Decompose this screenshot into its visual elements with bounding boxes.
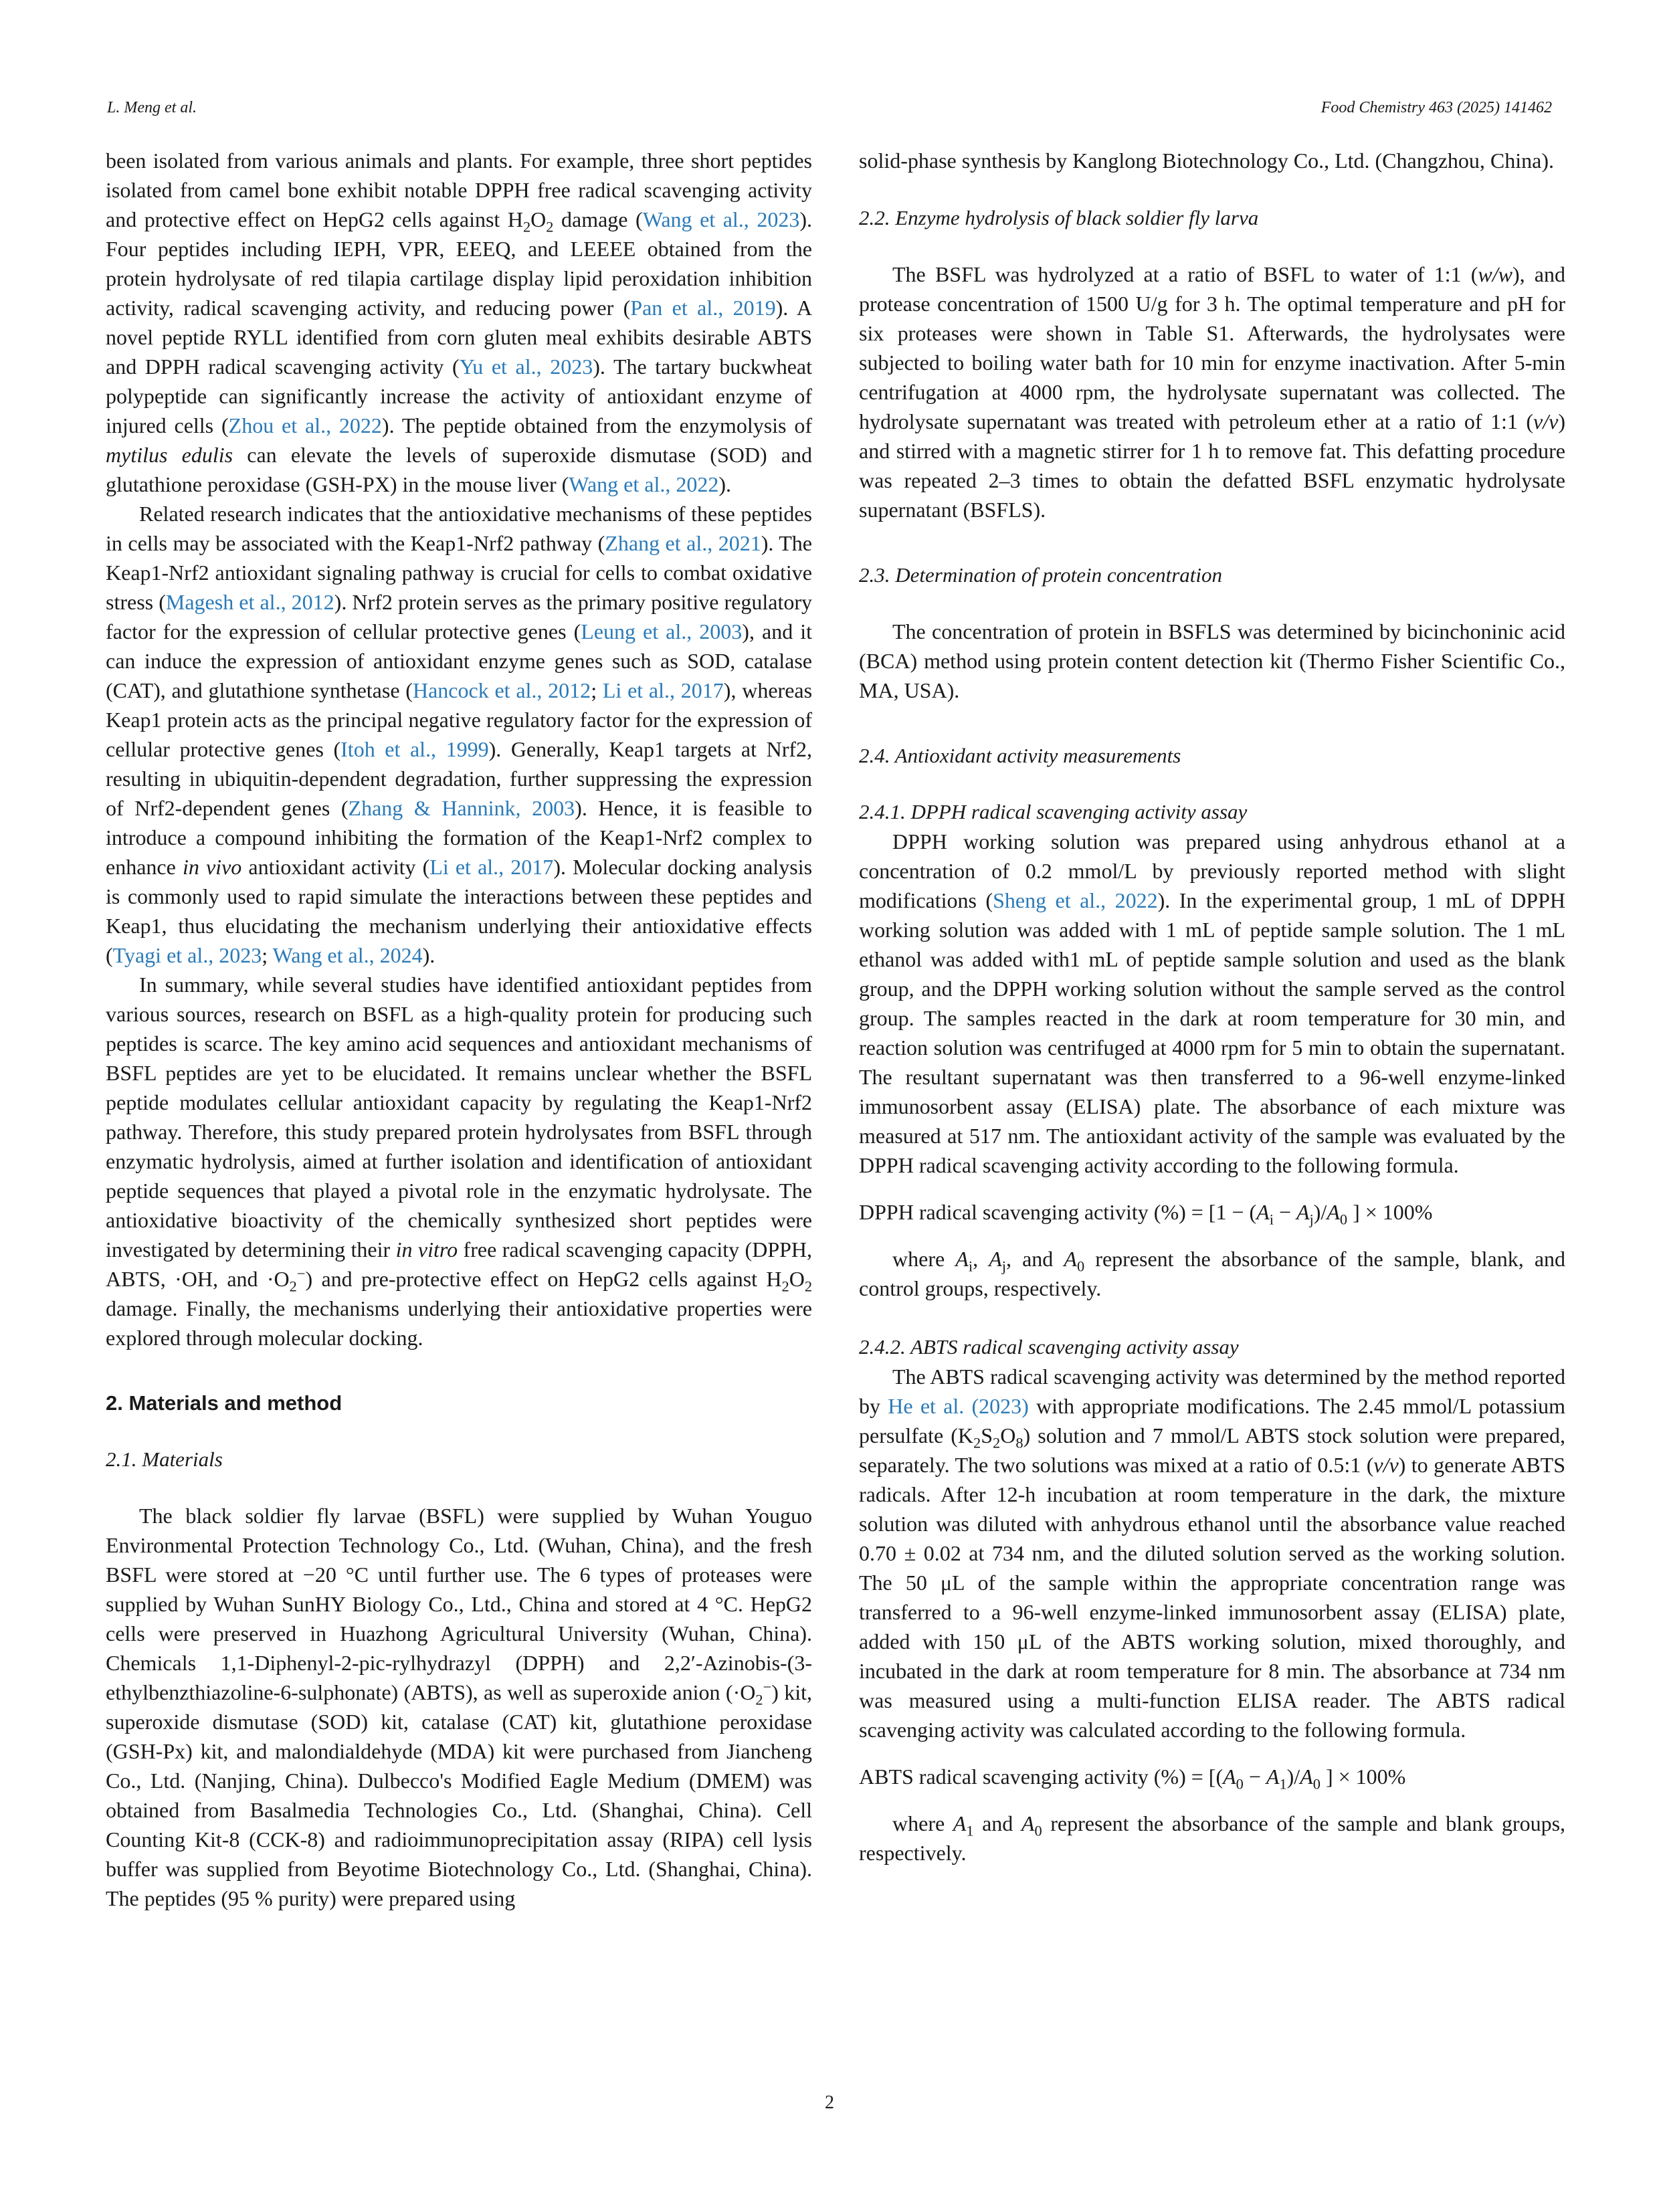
citation-link[interactable]: Zhou et al., 2022 [228, 413, 382, 437]
citation-link[interactable]: Li et al., 2017 [429, 855, 554, 879]
page-number: 2 [825, 2092, 834, 2113]
hydrolysis-paragraph: The BSFL was hydrolyzed at a ratio of BS… [859, 262, 1566, 522]
materials-paragraph: The black soldier fly larvae (BSFL) were… [106, 1504, 813, 1910]
abts-formula-explanation: where A1 and A0 represent the absorbance… [859, 1811, 1566, 1865]
running-header-authors: L. Meng et al. [107, 99, 197, 116]
citation-link[interactable]: Hancock et al., 2012 [412, 678, 591, 702]
citation-link[interactable]: Wang et al., 2022 [569, 472, 719, 496]
citation-link[interactable]: Zhang et al., 2021 [605, 531, 761, 555]
citation-link[interactable]: Itoh et al., 1999 [340, 737, 489, 761]
intro-paragraph-1: been isolated from various animals and p… [106, 148, 813, 496]
citation-link[interactable]: Wang et al., 2024 [272, 943, 423, 967]
citation-link[interactable]: He et al. (2023) [888, 1394, 1029, 1418]
citation-link[interactable]: Li et al., 2017 [602, 678, 724, 702]
protein-paragraph: The concentration of protein in BSFLS wa… [859, 619, 1565, 702]
subsection-heading-hydrolysis: 2.2. Enzyme hydrolysis of black soldier … [859, 206, 1259, 229]
subsubsection-heading-dpph: 2.4.1. DPPH radical scavenging activity … [859, 800, 1248, 823]
subsection-heading-antioxidant: 2.4. Antioxidant activity measurements [859, 744, 1181, 767]
citation-link[interactable]: Pan et al., 2019 [630, 296, 776, 320]
citation-link[interactable]: Wang et al., 2023 [642, 207, 800, 231]
citation-link[interactable]: Leung et al., 2003 [581, 619, 743, 643]
citation-link[interactable]: Tyagi et al., 2023 [112, 943, 262, 967]
materials-continuation: solid-phase synthesis by Kanglong Biotec… [859, 148, 1554, 173]
dpph-paragraph: DPPH working solution was prepared using… [859, 829, 1566, 1177]
running-header-journal: Food Chemistry 463 (2025) 141462 [1321, 99, 1552, 116]
citation-link[interactable]: Magesh et al., 2012 [165, 590, 334, 614]
subsection-heading-protein: 2.3. Determination of protein concentrat… [859, 563, 1222, 587]
citation-link[interactable]: Sheng et al., 2022 [993, 888, 1158, 912]
citation-link[interactable]: Yu et al., 2023 [459, 355, 593, 379]
abts-formula: ABTS radical scavenging activity (%) = [… [859, 1765, 1406, 1793]
subsubsection-heading-abts: 2.4.2. ABTS radical scavenging activity … [859, 1335, 1239, 1359]
intro-paragraph-2: Related research indicates that the anti… [106, 502, 813, 967]
dpph-formula: DPPH radical scavenging activity (%) = [… [859, 1200, 1433, 1228]
citation-link[interactable]: Zhang & Hannink, 2003 [348, 796, 575, 820]
left-column: been isolated from various animals and p… [106, 146, 812, 1913]
dpph-formula-explanation: where Ai, Aj, and A0 represent the absor… [859, 1247, 1566, 1300]
intro-paragraph-3: In summary, while several studies have i… [106, 973, 813, 1350]
abts-paragraph: The ABTS radical scavenging activity was… [859, 1365, 1566, 1742]
subsection-heading-materials: 2.1. Materials [106, 1447, 223, 1471]
section-heading-materials-method: 2. Materials and method [106, 1391, 343, 1415]
right-column: solid-phase synthesis by Kanglong Biotec… [859, 146, 1565, 1868]
